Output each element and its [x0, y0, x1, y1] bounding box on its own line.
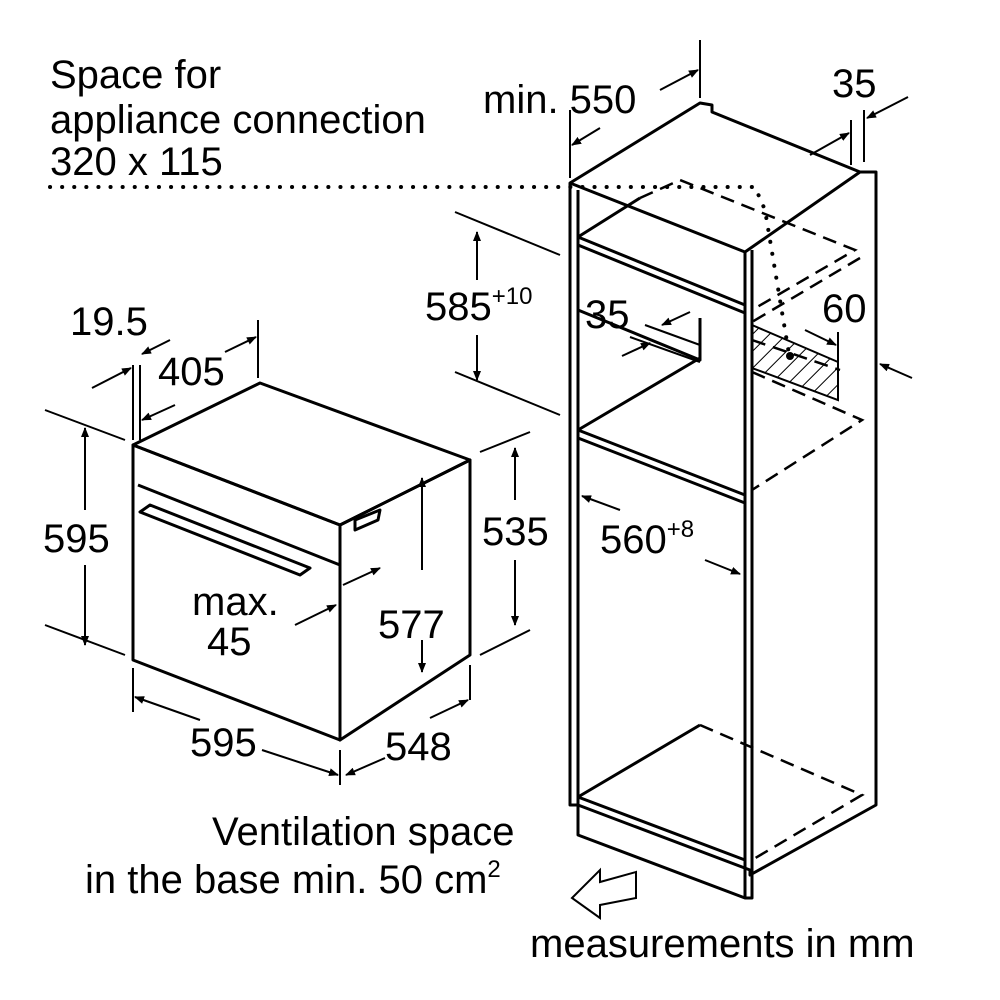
dim-548: 548 — [385, 725, 452, 769]
dim-585-tolerance: +10 — [492, 283, 533, 310]
dim-585: 585 — [425, 285, 492, 329]
dim-535: 535 — [482, 510, 549, 554]
svg-text:560+8: 560+8 — [600, 516, 694, 562]
dim-577: 577 — [378, 603, 445, 647]
dim-405: 405 — [158, 350, 225, 394]
cabinet — [568, 101, 878, 900]
space-label-line3: 320 x 115 — [50, 140, 223, 184]
dim-max-45: 45 — [207, 620, 252, 664]
connection-area-hatched — [751, 323, 839, 402]
dim-560: 560 — [600, 518, 667, 562]
dim-oven-height-595: 595 — [43, 517, 110, 561]
space-label-line1: Space for — [50, 53, 221, 97]
cabinet-dimensions — [454, 40, 913, 575]
connection-dotted-line — [48, 185, 792, 362]
dim-min-550: min. 550 — [483, 78, 636, 122]
dim-oven-width-595: 595 — [190, 721, 257, 765]
ventilation-label-line2: in the base min. 50 cm — [85, 858, 487, 902]
ventilation-arrow-icon — [570, 867, 637, 920]
svg-text:in the base min. 50 cm2: in the base min. 50 cm2 — [85, 856, 501, 902]
dim-top-35: 35 — [832, 62, 877, 106]
ventilation-label-superscript: 2 — [487, 856, 500, 883]
svg-text:585+10: 585+10 — [425, 283, 532, 329]
ventilation-label-line1: Ventilation space — [212, 810, 514, 854]
dim-560-tolerance: +8 — [667, 516, 694, 543]
dim-inner-35: 35 — [585, 293, 630, 337]
dim-60: 60 — [822, 287, 867, 331]
dim-max-label: max. — [192, 580, 279, 624]
oven-dimensions — [44, 320, 531, 785]
oven — [131, 381, 472, 742]
dim-19-5: 19.5 — [70, 300, 148, 344]
space-label-line2: appliance connection — [50, 98, 426, 142]
units-note: measurements in mm — [530, 922, 915, 966]
